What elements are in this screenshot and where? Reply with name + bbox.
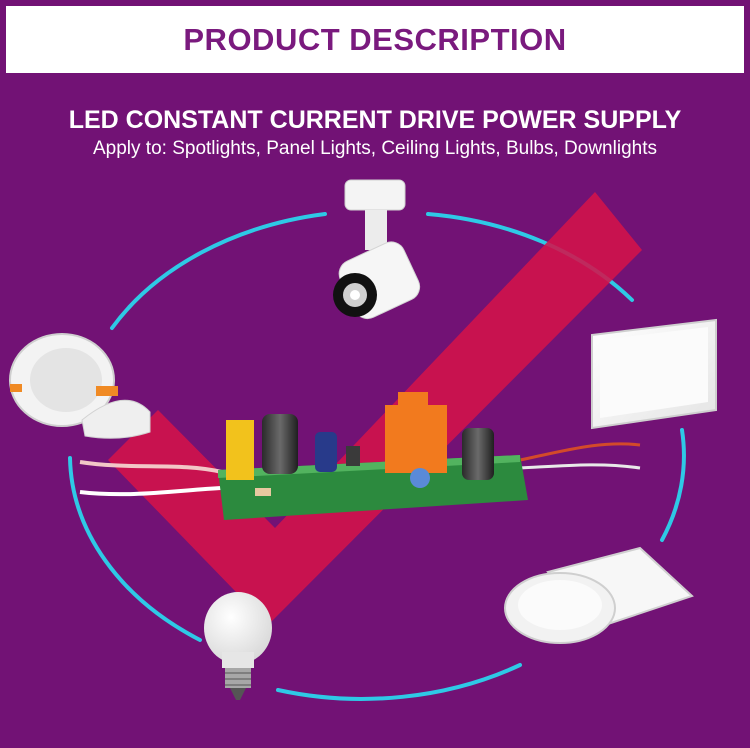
product-applications: Apply to: Spotlights, Panel Lights, Ceil… <box>93 138 657 159</box>
header-box: PRODUCT DESCRIPTION <box>6 6 744 73</box>
bulb-image <box>204 592 272 700</box>
header-bar: PRODUCT DESCRIPTION <box>0 0 750 87</box>
ring-arc-right <box>660 428 686 542</box>
ceiling-light-image <box>504 546 694 644</box>
page-title: PRODUCT DESCRIPTION <box>183 21 567 57</box>
downlight-image <box>9 333 151 439</box>
ring-arc-top-left <box>110 212 327 330</box>
panel-light-image <box>591 318 717 430</box>
circle-ring <box>68 212 686 701</box>
product-headline: LED CONSTANT CURRENT DRIVE POWER SUPPLY <box>68 106 682 134</box>
spotlight-image <box>333 179 421 320</box>
ring-arc-bottom <box>276 663 522 701</box>
led-driver-board-image <box>79 392 641 520</box>
ring-arc-top-right <box>426 212 634 302</box>
ring-arc-left <box>68 456 202 642</box>
